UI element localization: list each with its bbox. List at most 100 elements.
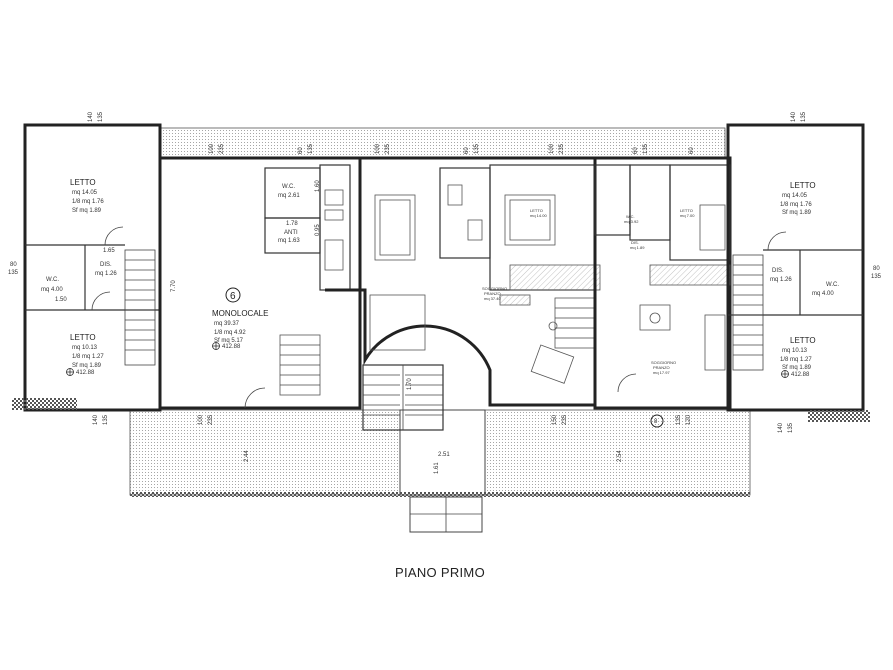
- room-name: ANTI: [284, 230, 298, 236]
- dimension: 0.95: [315, 224, 321, 236]
- room-ratio: 1/8 mq 4.92: [214, 330, 246, 336]
- dimension: 60: [689, 147, 695, 154]
- room-name: SOGGIORNO: [482, 286, 507, 291]
- dimension: 2.54: [617, 450, 623, 462]
- monolocale: [158, 156, 362, 410]
- dimension: 135: [474, 143, 480, 154]
- dimension: 100: [209, 143, 215, 154]
- room-name: DIS.: [100, 262, 112, 268]
- room-area: mq 14.00: [530, 213, 547, 218]
- right-wing: [726, 123, 870, 422]
- room-name: LETTO: [680, 208, 693, 213]
- room-surface: Sf mq 5.17: [214, 338, 244, 344]
- dimension: 135: [643, 143, 649, 154]
- room-name: W.C.: [46, 277, 59, 283]
- dimension: 120: [686, 414, 692, 425]
- unit-number: 6: [230, 291, 236, 302]
- room-dim: 1.78: [286, 221, 298, 227]
- room-name: SOGGIORNO: [651, 360, 676, 365]
- dimension: 100: [549, 143, 555, 154]
- room-area: mq 2.61: [278, 193, 300, 199]
- unit-number: 8: [654, 419, 658, 425]
- dimension: 1.60: [315, 180, 321, 192]
- dimension: 235: [559, 143, 565, 154]
- dimension: 1.70: [407, 378, 413, 390]
- room-subname: PRANZO: [484, 291, 501, 296]
- dimension: 140: [88, 111, 94, 122]
- dimension: 135: [8, 270, 19, 276]
- balcony-top: [159, 127, 726, 159]
- dimension: 1.50: [55, 297, 67, 303]
- room-area: mq 1.89: [630, 245, 645, 250]
- room-surface: Sf mq 1.89: [782, 365, 812, 371]
- room-area: mq 1.26: [770, 277, 792, 283]
- floor-title: PIANO PRIMO: [395, 565, 485, 580]
- dimension: 140: [778, 422, 784, 433]
- room-name: W.C.: [282, 184, 295, 190]
- dimension: 80: [10, 262, 17, 268]
- room-name: DIS.: [772, 268, 784, 274]
- room-name: LETTO: [790, 181, 816, 190]
- dimension: 135: [788, 422, 794, 433]
- room-area: mq 14.05: [72, 190, 98, 196]
- dimension: 235: [385, 143, 391, 154]
- room-name: LETTO: [70, 333, 96, 342]
- dimension: 140: [93, 414, 99, 425]
- dimension: 60: [464, 147, 470, 154]
- dimension: 1.61: [434, 462, 440, 474]
- room-area: mq 7.00: [680, 213, 695, 218]
- room-surface: Sf mq 1.89: [782, 210, 812, 216]
- room-area: mq 4.00: [812, 291, 834, 297]
- room-name: LETTO: [790, 336, 816, 345]
- dimension: 7.70: [171, 280, 177, 292]
- dimension: 235: [208, 414, 214, 425]
- room-name: LETTO: [70, 178, 96, 187]
- dimension: 135: [801, 111, 807, 122]
- room-name: DIS.: [631, 240, 639, 245]
- room-name: W.C.: [626, 214, 635, 219]
- level-mark: 412.88: [791, 372, 810, 378]
- room-ratio: 1/8 mq 1.27: [72, 354, 104, 360]
- dimension: 150: [552, 414, 558, 425]
- room-area: mq 3.92: [624, 219, 639, 224]
- dimension: 235: [219, 143, 225, 154]
- center-apartment: [325, 156, 601, 407]
- room-labels: LETTO mq 14.05 1/8 mq 1.76 Sf mq 1.89 W.…: [41, 178, 839, 425]
- room-area: mq 1.63: [278, 238, 300, 244]
- level-mark: 412.88: [76, 370, 95, 376]
- dimension: 135: [308, 143, 314, 154]
- level-mark: 412.88: [222, 344, 241, 350]
- right-apartment: [593, 156, 732, 428]
- room-surface: Sf mq 1.89: [72, 363, 102, 369]
- room-surface: Sf mq 1.89: [72, 208, 102, 214]
- dimension: 100: [375, 143, 381, 154]
- room-area: mq 37.40: [484, 296, 501, 301]
- dimension: 2.44: [244, 450, 250, 462]
- dimension: 60: [298, 147, 304, 154]
- dimension: 100: [198, 414, 204, 425]
- dimension: 135: [98, 111, 104, 122]
- dimension: 80: [873, 266, 880, 272]
- dimension: 1.65: [103, 248, 115, 254]
- room-name: W.C.: [826, 282, 839, 288]
- room-area: mq 4.00: [41, 287, 63, 293]
- terrace: [129, 409, 751, 533]
- dimension: 235: [562, 414, 568, 425]
- dimension: 135: [676, 414, 682, 425]
- room-subname: PRANZO: [653, 365, 670, 370]
- room-area: mq 39.37: [214, 321, 240, 327]
- main-staircase: [362, 364, 444, 431]
- dimension: 60: [633, 147, 639, 154]
- dimension: 135: [871, 274, 882, 280]
- room-area: mq 10.13: [72, 345, 98, 351]
- room-ratio: 1/8 mq 1.76: [780, 202, 812, 208]
- room-area: mq 10.13: [782, 348, 808, 354]
- dimension: 135: [103, 414, 109, 425]
- room-area: mq 1.26: [95, 271, 117, 277]
- room-area: mq 14.05: [782, 193, 808, 199]
- room-ratio: 1/8 mq 1.76: [72, 199, 104, 205]
- dimension: 2.51: [438, 452, 450, 458]
- dimension: 140: [791, 111, 797, 122]
- room-area: mq 17.97: [653, 370, 670, 375]
